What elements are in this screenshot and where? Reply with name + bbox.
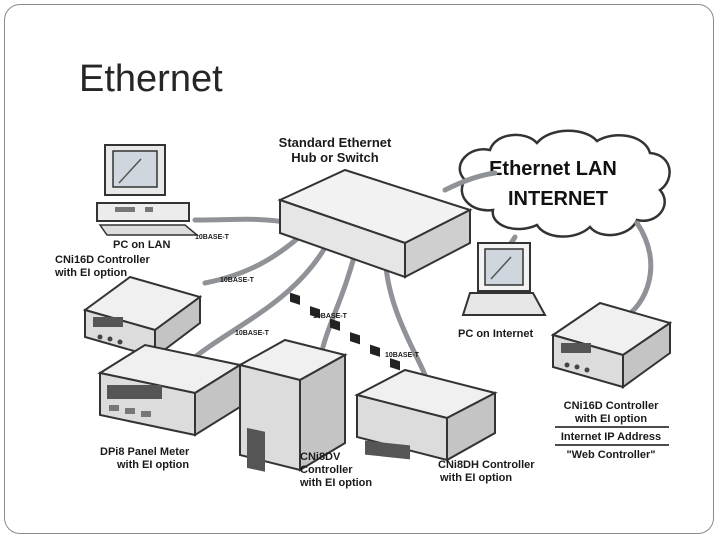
cable-label-4: 10BASE-T [313,313,348,320]
cni8dh-controller: CNi8DH Controller with EI option [354,368,535,484]
cloud-label-line1: Ethernet LAN [489,158,617,180]
cable-web-controller [622,220,654,320]
cable-label-1: 10BASE-T [195,234,230,241]
pc-on-lan: PC on LAN [96,144,200,251]
cni16d-left-label-line1: CNi16D Controller [55,254,150,266]
cable-label-3: 10BASE-T [235,330,270,337]
cni8dh-label-line2: with EI option [439,472,512,484]
web-controller-label: "Web Controller" [566,449,655,461]
cable-label-5: 10BASE-T [385,352,420,359]
dpi8-panel-meter: DPi8 Panel Meter with EI option [97,343,243,471]
slide-title: Ethernet [79,58,223,100]
cni16d-left-controller: CNi16D Controller with EI option [54,254,203,360]
cni8dv-controller: CNi8DV Controller with EI option [237,338,372,489]
cable-dpi8 [192,232,335,360]
cni8dv-label-line1: CNi8DV [300,451,341,463]
cloud-label-line2: INTERNET [508,188,608,210]
hub-label-line2: Hub or Switch [291,150,378,165]
pc-lan-label: PC on LAN [113,239,170,251]
cni16d-web-controller: CNi16D Controller with EI option Interne… [550,301,673,461]
cni16d-right-label-line1: CNi16D Controller [564,400,659,412]
cni8dv-label-line3: with EI option [299,477,372,489]
internet-ip-label: Internet IP Address [561,431,661,443]
pc-on-internet: PC on Internet [458,242,547,340]
ethernet-cloud: Ethernet LAN INTERNET [458,129,671,238]
cable-cloud [442,170,498,193]
cable-pc-lan [192,216,293,226]
cable-label-2: 10BASE-T [220,277,255,284]
ethernet-hub: Standard Ethernet Hub or Switch [277,135,473,371]
ethernet-diagram: Ethernet LAN INTERNET Standard Ethernet … [45,125,675,500]
dpi8-label-line1: DPi8 Panel Meter [100,446,190,458]
pc-internet-label: PC on Internet [458,328,534,340]
hub-label-line1: Standard Ethernet [279,135,392,150]
dpi8-label-line2: with EI option [116,459,189,471]
cni16d-right-label-line2: with EI option [574,413,647,425]
cni8dv-label-line2: Controller [300,464,353,476]
cni16d-left-label-line2: with EI option [54,267,127,279]
cni8dh-label-line1: CNi8DH Controller [438,459,535,471]
